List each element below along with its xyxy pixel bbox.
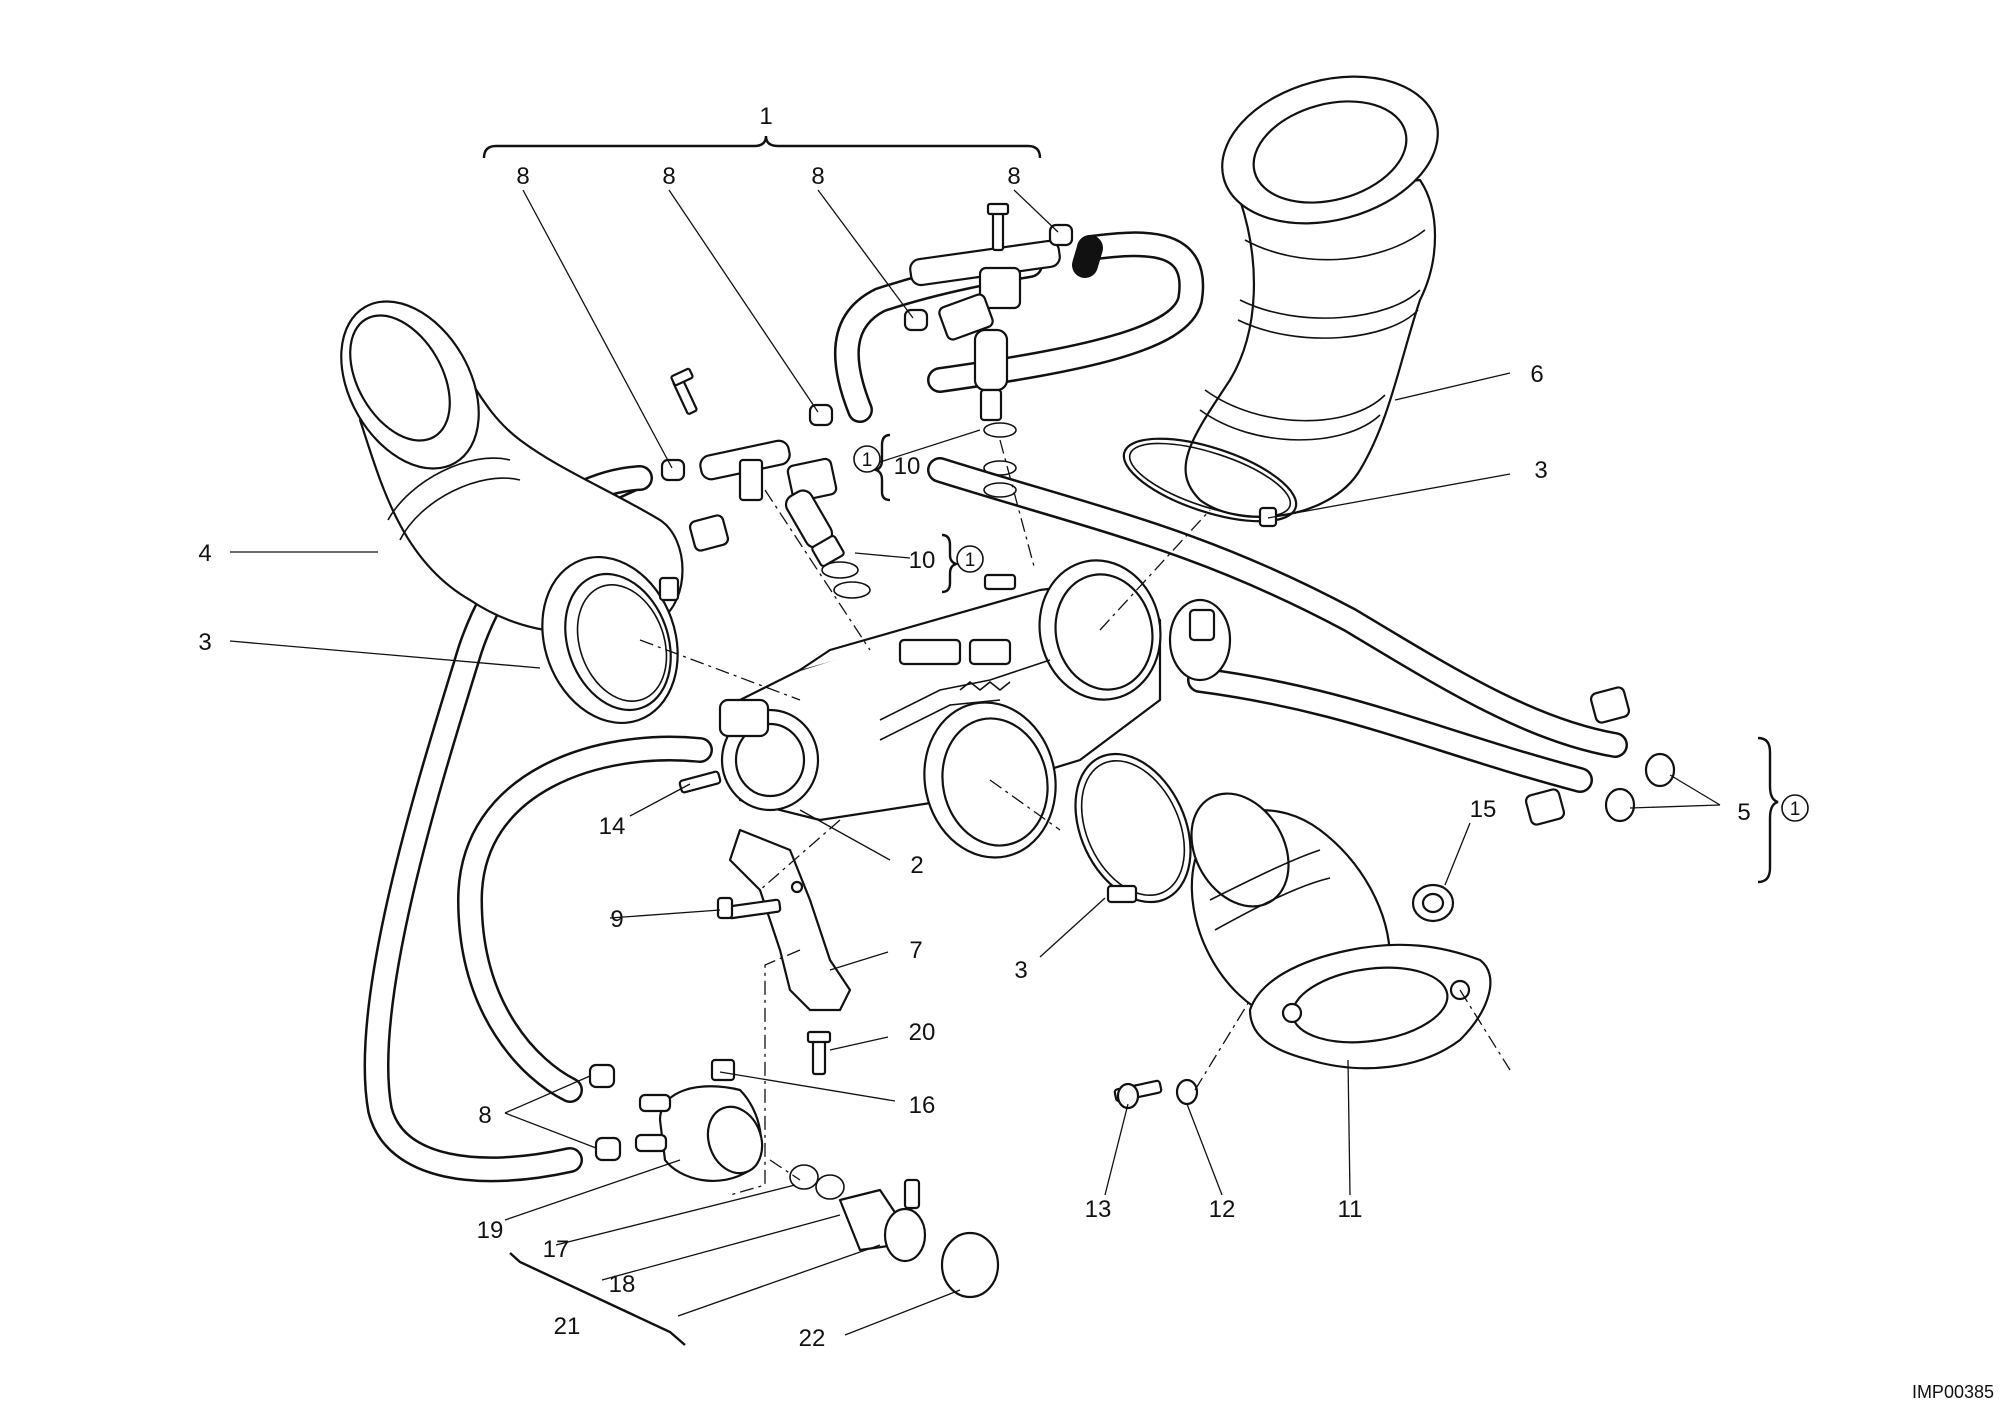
label-16: 16 [909, 1092, 936, 1119]
circle-mark-1a: 1 [862, 450, 873, 471]
label-8d: 8 [1007, 163, 1020, 190]
label-13: 13 [1085, 1196, 1112, 1223]
label-9: 9 [610, 906, 623, 933]
label-18: 18 [609, 1271, 636, 1298]
label-7: 7 [909, 937, 922, 964]
label-8c: 8 [811, 163, 824, 190]
label-11: 11 [1338, 1196, 1363, 1223]
label-8e: 8 [478, 1102, 491, 1129]
label-17: 17 [543, 1236, 570, 1263]
intake-manifold [1190, 792, 1492, 1070]
intake-boot-rear [1122, 75, 1439, 528]
label-6: 6 [1530, 361, 1543, 388]
circle-mark-1c: 1 [1790, 799, 1801, 820]
alignment-lines [639, 439, 1511, 1196]
label-1: 1 [759, 103, 772, 130]
spacers-and-clips [688, 514, 1676, 826]
hose-clamps [1074, 752, 1192, 904]
reference-code: IMP00385 [1912, 1382, 1994, 1402]
label-22: 22 [799, 1325, 826, 1352]
throttle-body [718, 559, 1232, 859]
label-4: 4 [198, 540, 211, 567]
circled-reference-marks: 1 1 1 [853, 445, 1809, 822]
circle-mark-1b: 1 [965, 550, 976, 571]
label-8b: 8 [662, 163, 675, 190]
label-12: 12 [1209, 1196, 1236, 1223]
group-braces [482, 135, 1779, 1346]
label-3c: 3 [1014, 957, 1027, 984]
label-10a: 10 [894, 453, 921, 480]
label-3b: 3 [198, 629, 211, 656]
label-10b: 10 [909, 547, 936, 574]
mounting-bracket [678, 770, 1199, 1110]
part-labels: 1 8 8 8 8 6 3 10 10 4 3 14 2 5 15 9 7 3 … [198, 103, 1994, 1402]
intake-boot-front [340, 300, 684, 725]
label-2: 2 [910, 852, 923, 879]
label-21: 21 [554, 1313, 581, 1340]
label-8a: 8 [516, 163, 529, 190]
leader-lines [229, 189, 1721, 1336]
label-20: 20 [909, 1019, 936, 1046]
label-5: 5 [1737, 799, 1750, 826]
label-19: 19 [477, 1217, 504, 1244]
label-15: 15 [1470, 796, 1497, 823]
idle-valve-assembly [588, 1058, 1000, 1299]
label-14: 14 [599, 813, 626, 840]
label-3a: 3 [1534, 457, 1547, 484]
